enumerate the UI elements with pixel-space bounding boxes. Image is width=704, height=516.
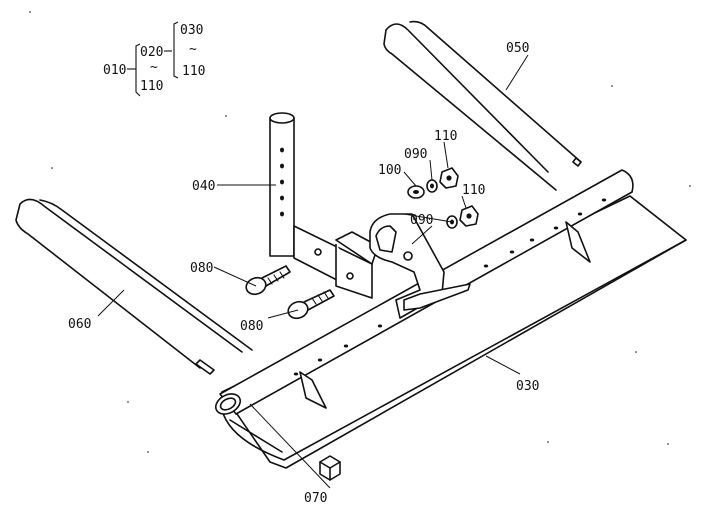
- label-050: 050: [506, 41, 529, 56]
- nut-110-b: [459, 205, 479, 227]
- tree-label-030: 030: [180, 23, 203, 38]
- label-090-b: 090: [410, 213, 433, 228]
- nut-110-a: [439, 167, 459, 189]
- label-110-a: 110: [434, 129, 457, 144]
- tree-label-110-b: 110: [182, 64, 205, 79]
- bolt-080-b: [287, 289, 335, 320]
- tree-label-020: 020: [140, 45, 163, 60]
- tree-tilde-1: ~: [150, 60, 158, 75]
- tree-tilde-2: ~: [189, 42, 197, 57]
- label-090-a: 090: [404, 147, 427, 162]
- specks: [29, 11, 691, 453]
- bolt-080-a: [245, 265, 291, 296]
- tree-label-110-a: 110: [140, 79, 163, 94]
- label-030: 030: [516, 379, 539, 394]
- hitch-plate: [369, 213, 471, 319]
- post-040: [269, 112, 379, 299]
- assembly-tree: 010 020 ~ 110 030 ~ 110: [103, 21, 205, 97]
- tree-label-010: 010: [103, 63, 126, 78]
- leader-lines: [97, 54, 529, 489]
- rod-060: [15, 198, 253, 375]
- nut-070: [319, 455, 341, 481]
- tree-bracket-1: [135, 43, 141, 97]
- label-060: 060: [68, 317, 91, 332]
- washer-090-a: [426, 179, 438, 193]
- label-080-a: 080: [190, 261, 213, 276]
- callouts: 040 050 060 080 080 030 070 100 090 110 …: [68, 41, 539, 506]
- rod-050: [383, 20, 582, 191]
- washer-100: [407, 185, 425, 199]
- label-080-b: 080: [240, 319, 263, 334]
- label-100: 100: [378, 163, 401, 178]
- label-110-b: 110: [462, 183, 485, 198]
- tree-bracket-2: [173, 21, 179, 79]
- label-070: 070: [304, 491, 327, 506]
- label-040: 040: [192, 179, 215, 194]
